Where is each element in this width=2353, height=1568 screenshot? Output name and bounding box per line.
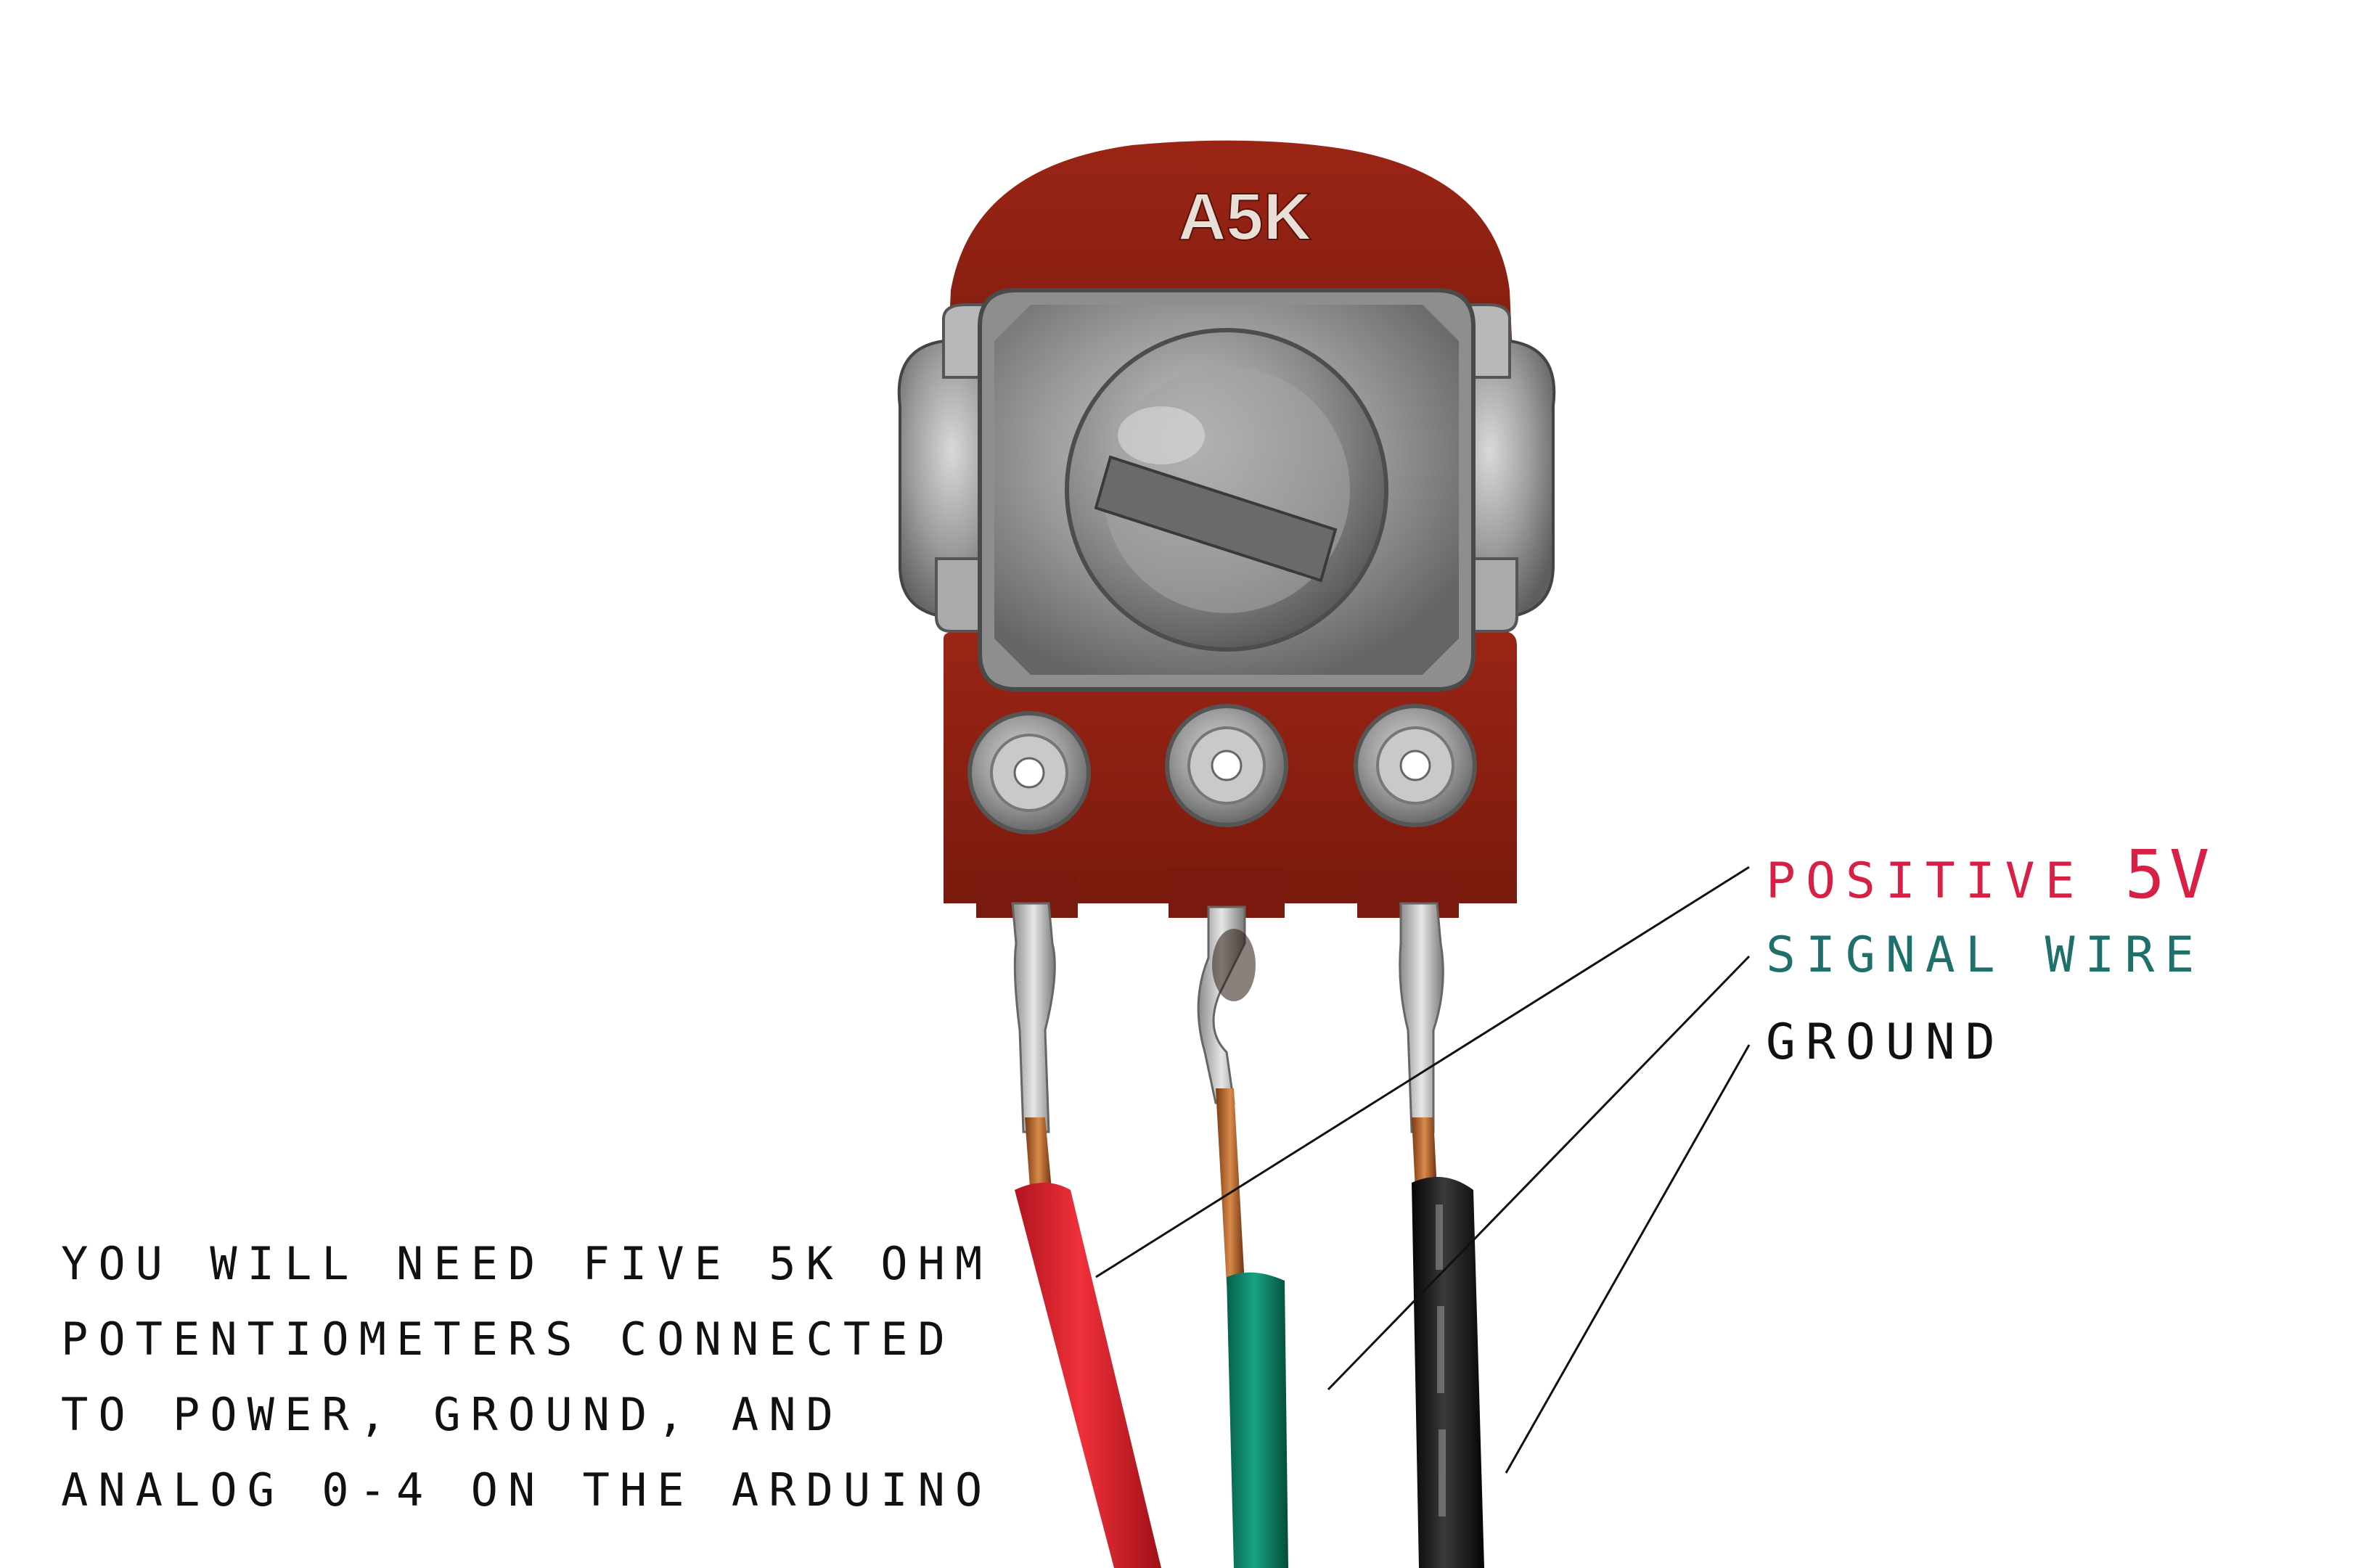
wires [1015, 1177, 1484, 1568]
black-wire [1412, 1177, 1484, 1568]
positive-5v-label: positive 5V [1766, 842, 2214, 908]
terminal-eyelet-right [1354, 704, 1477, 827]
component-marking: A5K [1178, 180, 1311, 254]
pins [1011, 902, 1444, 1133]
note-line-4: analog 0-4 on the arduino [61, 1464, 993, 1516]
leader-line-ground [1505, 1044, 1751, 1474]
ground-label: ground [1766, 1018, 2005, 1067]
leader-line-signal [1327, 955, 1751, 1391]
terminal-eyelet-middle [1165, 704, 1288, 827]
leader-lines [1095, 866, 1751, 1474]
positive-voltage-value: 5V [2124, 836, 2214, 914]
shaft [1065, 328, 1388, 652]
signal-wire-label: signal wire [1766, 931, 2204, 980]
wire-print [1436, 1204, 1446, 1516]
note-line-2: potentiometers connected [61, 1313, 955, 1366]
leader-line-positive [1095, 866, 1750, 1278]
ground-label-text: ground [1766, 1014, 2005, 1071]
note-line-1: you will need five 5K OHM [61, 1237, 993, 1290]
copper-strands [1025, 1088, 1437, 1284]
terminal-eyelet-left [967, 711, 1091, 834]
signal-label-text: signal wire [1766, 927, 2205, 984]
positive-label-text: positive [1766, 853, 2085, 910]
red-wire [1015, 1183, 1161, 1568]
note-line-3: to power, ground, and [61, 1388, 843, 1441]
terminal-eyelets [967, 704, 1477, 834]
instruction-note: you will need five 5K OHM potentiometers… [61, 1226, 1048, 1528]
green-wire [1227, 1272, 1288, 1568]
